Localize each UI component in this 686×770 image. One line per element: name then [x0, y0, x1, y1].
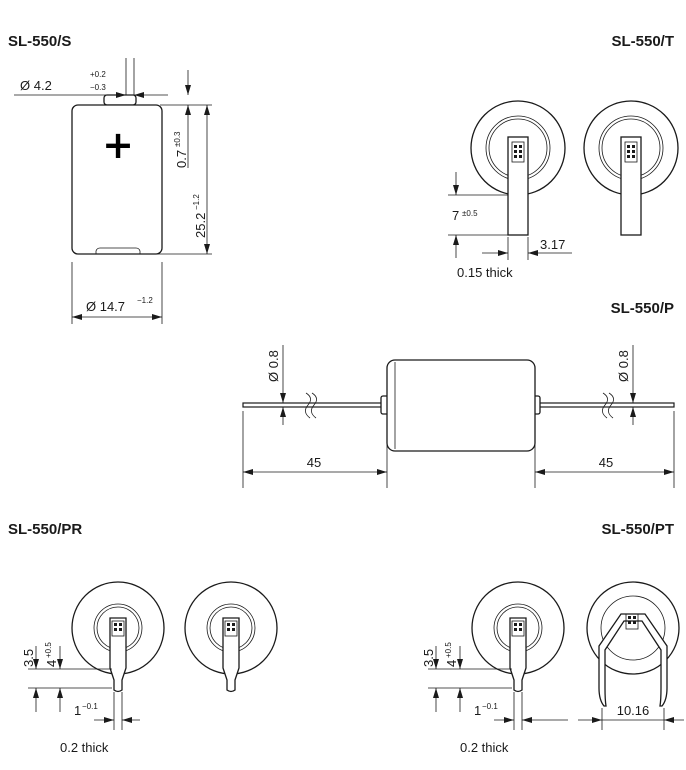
- pr-pin-left: [109, 617, 127, 693]
- s-diam-small-label: Ø 4.2: [20, 78, 52, 93]
- pt-pin-left: [509, 617, 527, 693]
- p-wire-diam-left-label: Ø 0.8: [266, 350, 281, 382]
- s-diam-body-tol: −1.2: [137, 296, 153, 305]
- pt-pin-width-label: 1: [474, 703, 481, 718]
- t-tab-right: [620, 136, 642, 236]
- s-cap-height-label: 0.7: [174, 150, 189, 168]
- title-sl-550-s: SL-550/S: [8, 33, 71, 50]
- t-tab-length-tol: ±0.5: [462, 209, 478, 218]
- s-body: [71, 104, 163, 255]
- pr-thickness-label: 0.2 thick: [60, 740, 109, 755]
- pt-pin-width-tol: −0.1: [482, 702, 498, 711]
- s-view: + Ø 4.2 +0.2 −0.3 0.7 ±0.3 25.2 −1.2: [14, 58, 212, 324]
- p-body: [386, 359, 536, 452]
- title-sl-550-t: SL-550/T: [611, 33, 674, 50]
- pt-dim-a-label: 3.5: [421, 649, 436, 667]
- t-tab-width-label: 3.17: [540, 237, 565, 252]
- pr-dim-a-label: 3.5: [21, 649, 36, 667]
- s-diam-small-tol-minus: −0.3: [90, 83, 106, 92]
- pt-dim-b-tol: +0.5: [444, 642, 453, 658]
- s-cap-height-tol: ±0.3: [173, 131, 182, 147]
- t-view: 7 ±0.5 3.17 0.15 thick: [448, 100, 679, 280]
- t-tab-length-label: 7: [452, 208, 459, 223]
- title-sl-550-pt: SL-550/PT: [601, 521, 674, 538]
- pt-pin-spacing-label: 10.16: [617, 703, 650, 718]
- title-sl-550-p: SL-550/P: [611, 300, 674, 317]
- pr-view: 3.5 4 +0.5 1 −0.1 0.2 thick: [21, 581, 278, 755]
- pt-bracket: [598, 613, 668, 707]
- plus-sign-icon: +: [102, 123, 134, 167]
- pt-thickness-label: 0.2 thick: [460, 740, 509, 755]
- p-view: Ø 0.8 Ø 0.8 45 45: [242, 345, 675, 488]
- s-diam-small-tol-plus: +0.2: [90, 70, 106, 79]
- pr-pin-width-label: 1: [74, 703, 81, 718]
- pt-view: 3.5 4 +0.5 1 −0.1 0.2 thick 10.16: [421, 581, 684, 755]
- title-sl-550-pr: SL-550/PR: [8, 521, 82, 538]
- s-length-label: 25.2: [193, 213, 208, 238]
- pt-dim-b-label: 4: [444, 660, 459, 667]
- s-diam-body-label: Ø 14.7: [86, 299, 125, 314]
- p-wire-diam-right-label: Ø 0.8: [616, 350, 631, 382]
- pr-pin-width-tol: −0.1: [82, 702, 98, 711]
- pr-dim-b-tol: +0.5: [44, 642, 53, 658]
- pr-dim-b-label: 4: [44, 660, 59, 667]
- p-lead-right-label: 45: [599, 455, 613, 470]
- t-tab-left: [507, 136, 529, 236]
- p-lead-left-label: 45: [307, 455, 321, 470]
- s-length-tol: −1.2: [192, 194, 201, 210]
- t-thickness-label: 0.15 thick: [457, 265, 513, 280]
